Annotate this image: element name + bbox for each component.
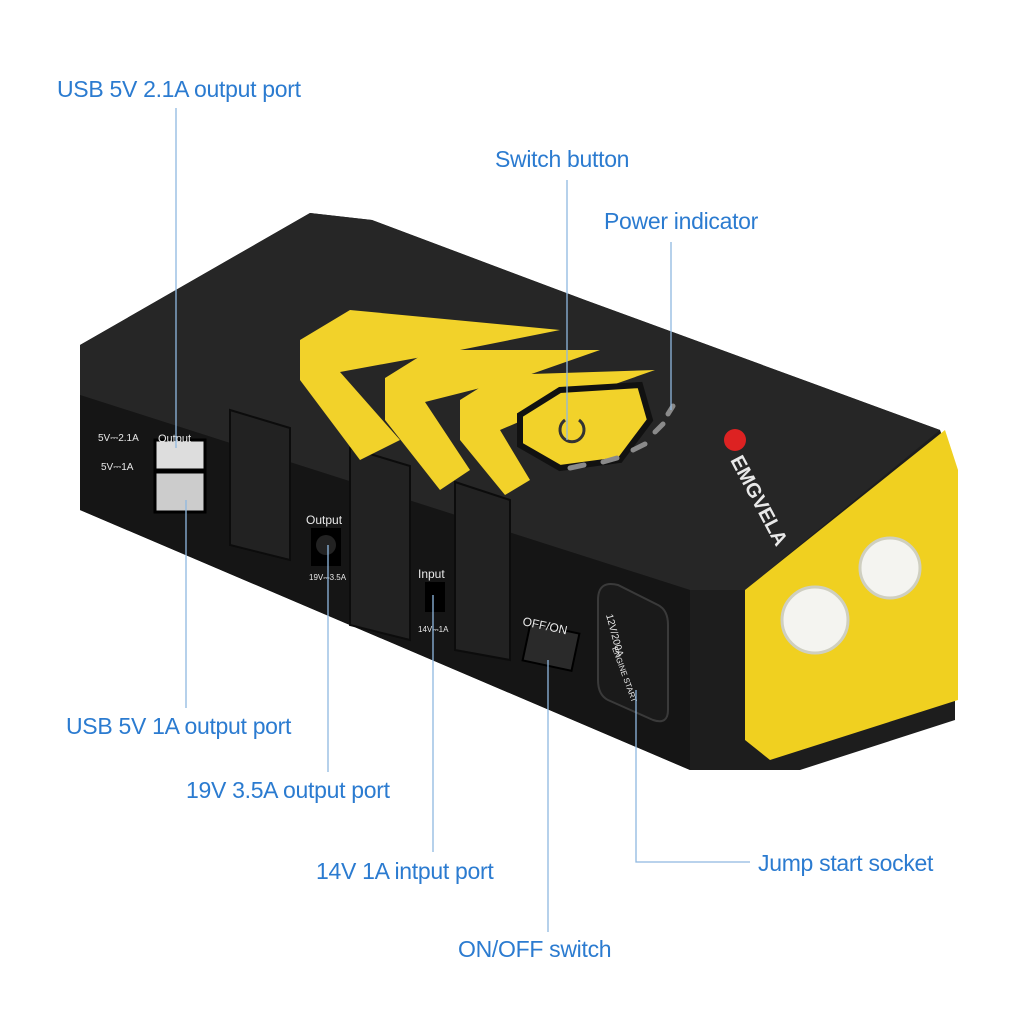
input-label: Input [418, 567, 445, 581]
power-icon [558, 418, 586, 444]
callout-switch-button: Switch button [495, 146, 630, 172]
power-indicator-leds [567, 403, 676, 471]
callout-19v-output: 19V 3.5A output port [186, 777, 390, 803]
usb-label-top: 5V⎓2.1A [98, 433, 139, 444]
bumper-ribs [229, 408, 511, 662]
usb-output-label: Output [158, 433, 191, 445]
input-port[interactable] [425, 582, 445, 612]
brand-logo-icon [724, 429, 746, 451]
callout-onoff-switch: ON/OFF switch [458, 936, 612, 962]
light-panel [745, 430, 958, 760]
onoff-switch[interactable] [521, 622, 581, 672]
callout-14v-input: 14V 1A intput port [316, 858, 494, 884]
callout-jump-start-socket: Jump start socket [758, 850, 934, 876]
usb-label-bottom: 5V⎓1A [101, 462, 134, 473]
leader-lines [175, 108, 750, 932]
callout-usb-2-1a: USB 5V 2.1A output port [57, 76, 301, 102]
callout-usb-1a: USB 5V 1A output port [66, 713, 292, 739]
usb-port-2-1a[interactable] [153, 438, 207, 472]
chevron-decor [300, 310, 655, 495]
callout-power-indicator: Power indicator [604, 208, 759, 234]
usb-port-1a[interactable] [153, 470, 207, 514]
jump-start-socket[interactable] [597, 583, 669, 723]
dc-output-label: Output [306, 513, 343, 527]
dc-jack-icon [316, 535, 336, 555]
led-light-right [858, 536, 922, 600]
led-light-left [780, 585, 850, 655]
